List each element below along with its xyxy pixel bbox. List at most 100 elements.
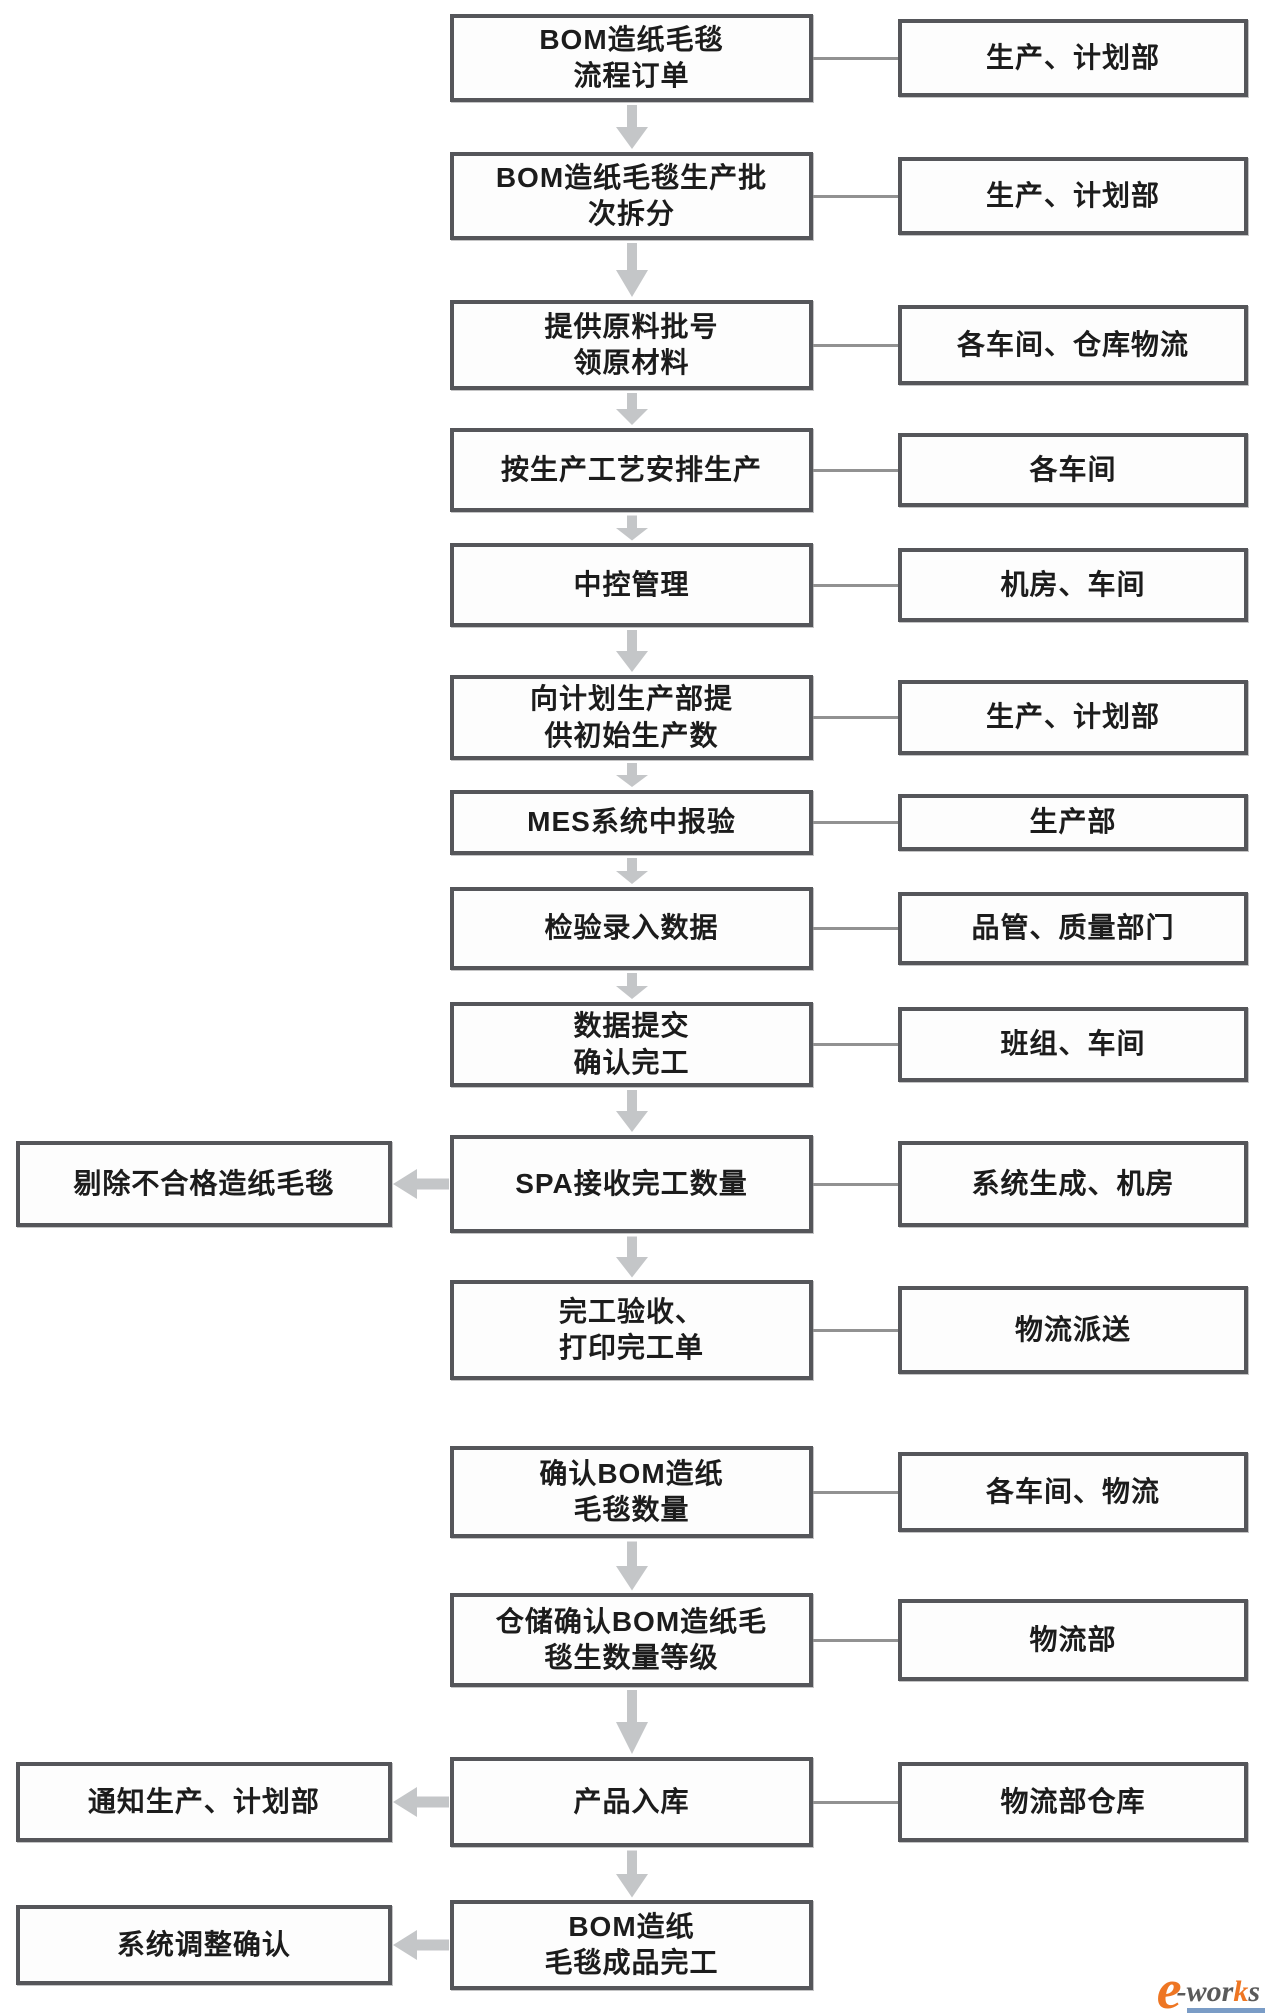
left-arrow-icon [393, 1169, 449, 1199]
flow-row: BOM造纸毛毯生产批 次拆分 生产、计划部 [0, 152, 1268, 240]
side-note-label: 系统调整确认 [116, 1928, 291, 1960]
process-label: 向计划生产部提 供初始生产数 [529, 683, 733, 751]
process-box: 确认BOM造纸 毛毯数量 [450, 1446, 813, 1538]
down-arrow-icon [616, 1850, 648, 1897]
connector-line [813, 821, 898, 824]
side-note-box: 剔除不合格造纸毛毯 [15, 1140, 392, 1228]
flow-row: 通知生产、计划部 产品入库 物流部仓库 [0, 1757, 1268, 1847]
department-box: 各车间、仓库物流 [898, 305, 1248, 385]
row-gap [0, 760, 1268, 790]
connector-line [813, 927, 898, 930]
row-gap [0, 102, 1268, 152]
process-box: 完工验收、 打印完工单 [450, 1280, 813, 1380]
department-label: 机房、车间 [1000, 568, 1146, 600]
department-box: 生产、计划部 [898, 19, 1248, 97]
process-label: 数据提交 确认完工 [573, 1010, 690, 1078]
process-box: BOM造纸毛毯生产批 次拆分 [450, 152, 813, 240]
department-box: 系统生成、机房 [898, 1140, 1248, 1228]
down-arrow-icon [616, 763, 648, 787]
connector-line [813, 1328, 898, 1332]
row-gap [0, 1380, 1268, 1446]
side-note-box: 系统调整确认 [15, 1905, 392, 1985]
logo-e-glyph: e [1156, 1959, 1182, 2013]
side-note-box: 通知生产、计划部 [15, 1762, 392, 1842]
row-gap [0, 1687, 1268, 1757]
department-box: 生产、计划部 [898, 157, 1248, 235]
process-label: 检验录入数据 [544, 912, 719, 944]
process-box: 仓储确认BOM造纸毛 毯生数量等级 [450, 1593, 813, 1687]
row-gap [0, 627, 1268, 675]
process-label: 确认BOM造纸 毛毯数量 [539, 1457, 724, 1525]
connector-line [813, 194, 898, 198]
row-gap [0, 1087, 1268, 1135]
side-note-label: 剔除不合格造纸毛毯 [73, 1167, 335, 1199]
flowchart-rows: BOM造纸毛毯 流程订单 生产、计划部 BOM造纸毛毯生产批 次拆分 [0, 14, 1268, 1990]
department-label: 系统生成、机房 [971, 1167, 1175, 1199]
eworks-logo: e -works [1156, 1951, 1265, 2013]
flow-row: 系统调整确认 BOM造纸 毛毯成品完工 [0, 1900, 1268, 1990]
department-box: 机房、车间 [898, 548, 1248, 622]
department-label: 生产部 [1029, 806, 1117, 838]
row-gap [0, 240, 1268, 300]
process-box: 检验录入数据 [450, 887, 813, 970]
connector-line [813, 1490, 898, 1494]
logo-text-k: k [1233, 1975, 1249, 2008]
side-note-label: 通知生产、计划部 [87, 1785, 320, 1817]
process-label: 按生产工艺安排生产 [500, 453, 762, 485]
department-box: 生产、计划部 [898, 680, 1248, 755]
process-label: 产品入库 [573, 1785, 690, 1817]
process-label: MES系统中报验 [527, 806, 736, 838]
connector-line [813, 1638, 898, 1642]
flow-row: MES系统中报验 生产部 [0, 790, 1268, 855]
flow-row: 完工验收、 打印完工单 物流派送 [0, 1280, 1268, 1380]
process-box: MES系统中报验 [450, 790, 813, 855]
flow-row: 数据提交 确认完工 班组、车间 [0, 1002, 1268, 1087]
flow-row: 确认BOM造纸 毛毯数量 各车间、物流 [0, 1446, 1268, 1538]
logo-text-wor: -wor [1176, 1975, 1234, 2008]
department-label: 物流派送 [1014, 1313, 1131, 1345]
connector-line [813, 468, 898, 472]
process-label: BOM造纸毛毯生产批 次拆分 [495, 161, 768, 229]
department-label: 各车间、仓库物流 [956, 328, 1189, 360]
connector-line [813, 1182, 898, 1186]
process-label: 提供原料批号 领原材料 [544, 310, 719, 378]
department-label: 物流部仓库 [1000, 1785, 1146, 1817]
connector-line [813, 56, 898, 60]
left-arrow-icon [393, 1930, 449, 1960]
department-label: 生产、计划部 [985, 701, 1160, 733]
down-arrow-icon [616, 393, 648, 425]
department-label: 班组、车间 [1000, 1028, 1146, 1060]
department-box: 品管、质量部门 [898, 891, 1248, 966]
process-box: 按生产工艺安排生产 [450, 428, 813, 512]
process-box: BOM造纸 毛毯成品完工 [450, 1900, 813, 1990]
process-box: 向计划生产部提 供初始生产数 [450, 675, 813, 760]
process-box: 数据提交 确认完工 [450, 1002, 813, 1087]
department-label: 物流部 [1029, 1623, 1117, 1655]
logo-underline [1186, 2008, 1265, 2013]
down-arrow-icon [616, 858, 648, 884]
down-arrow-icon [616, 515, 648, 540]
flow-row: 提供原料批号 领原材料 各车间、仓库物流 [0, 300, 1268, 390]
row-gap [0, 970, 1268, 1002]
flow-row: 中控管理 机房、车间 [0, 543, 1268, 627]
department-box: 班组、车间 [898, 1007, 1248, 1082]
left-arrow-zone [392, 1757, 450, 1847]
process-label: 中控管理 [573, 568, 690, 600]
down-arrow-icon [616, 973, 648, 999]
process-box: 中控管理 [450, 543, 813, 627]
row-gap [0, 1233, 1268, 1280]
process-box: BOM造纸毛毯 流程订单 [450, 14, 813, 102]
department-box: 物流部 [898, 1598, 1248, 1682]
connector-line [813, 343, 898, 347]
department-label: 品管、质量部门 [971, 912, 1175, 944]
process-box: 产品入库 [450, 1757, 813, 1847]
process-label: 仓储确认BOM造纸毛 毯生数量等级 [495, 1605, 768, 1673]
down-arrow-icon [616, 630, 648, 672]
down-arrow-icon [616, 1690, 648, 1754]
flow-row: BOM造纸毛毯 流程订单 生产、计划部 [0, 14, 1268, 102]
department-box: 生产部 [898, 793, 1248, 852]
down-arrow-icon [616, 1090, 648, 1132]
department-label: 生产、计划部 [985, 41, 1160, 73]
process-label: SPA接收完工数量 [515, 1167, 748, 1199]
